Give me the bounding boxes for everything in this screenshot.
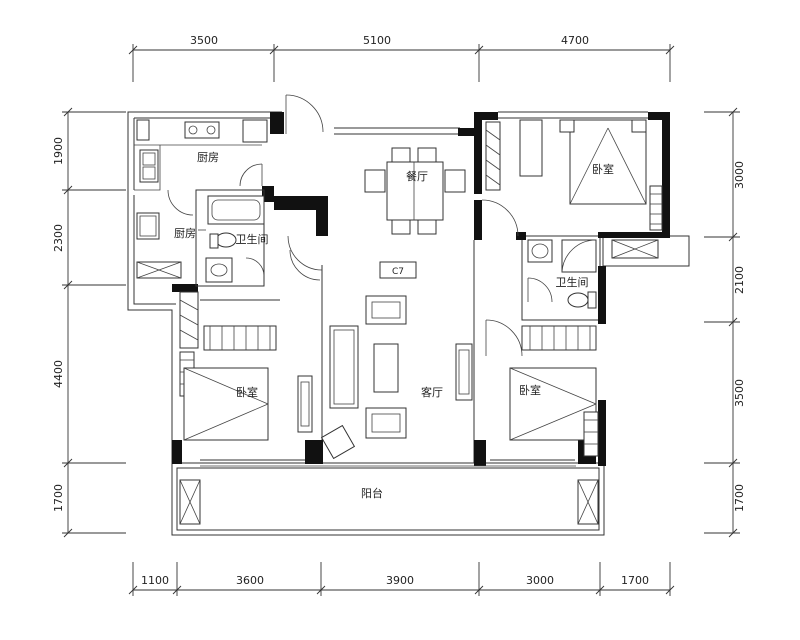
dim-right-1: 3000 [733,161,746,189]
dim-left-2: 2300 [52,224,65,252]
top-right-bedroom-fixtures [485,119,663,259]
bottom-dimension-chain: 1100 3600 3900 3000 1700 [128,562,675,596]
dim-top-1: 3500 [190,34,218,47]
dim-left-4: 1700 [52,484,65,512]
dim-bottom-2: 3600 [236,574,264,587]
label-balcony: 阳台 [361,486,383,500]
label-bathroom-left: 卫生间 [236,232,269,246]
left-bedroom-fixtures [179,291,313,441]
room-labels: 厨房 厨房 卫生间 餐厅 卧室 卫生间 C7 客厅 卧室 卧室 阳台 [174,151,614,500]
label-window-c7: C7 [392,267,404,277]
dining-table [364,147,466,235]
dim-top-2: 5100 [363,34,391,47]
right-dimension-chain: 3000 2100 3500 1700 [704,107,746,538]
dim-bottom-4: 3000 [526,574,554,587]
dim-right-3: 3500 [733,379,746,407]
outline-walls [127,111,690,536]
label-kitchen-top: 厨房 [197,151,219,164]
right-bedroom-fixtures [509,325,599,457]
label-dining: 餐厅 [406,169,428,183]
left-dimension-chain: 1900 2300 4400 1700 [52,107,126,538]
left-bathroom-fixtures [195,189,265,287]
label-bedroom-right: 卧室 [519,383,541,397]
label-bedroom-left: 卧室 [236,385,258,399]
dim-right-2: 2100 [733,266,746,294]
dim-top-3: 4700 [561,34,589,47]
doors [167,94,553,357]
dim-left-1: 1900 [52,137,65,165]
right-bathroom-fixtures [527,239,597,309]
balcony-fixtures [179,465,599,525]
dim-bottom-1: 1100 [141,574,169,587]
living-room-fixtures [320,261,473,460]
kitchen-fixtures [134,119,268,279]
label-bedroom-top-right: 卧室 [592,162,614,176]
label-living: 客厅 [421,385,443,399]
label-kitchen-left: 厨房 [174,227,196,240]
dim-right-4: 1700 [733,484,746,512]
thick-walls [172,112,670,466]
dim-left-3: 4400 [52,360,65,388]
dim-bottom-5: 1700 [621,574,649,587]
dim-bottom-3: 3900 [386,574,414,587]
top-dimension-chain: 3500 5100 4700 [128,34,675,82]
label-bathroom-right: 卫生间 [556,275,589,289]
